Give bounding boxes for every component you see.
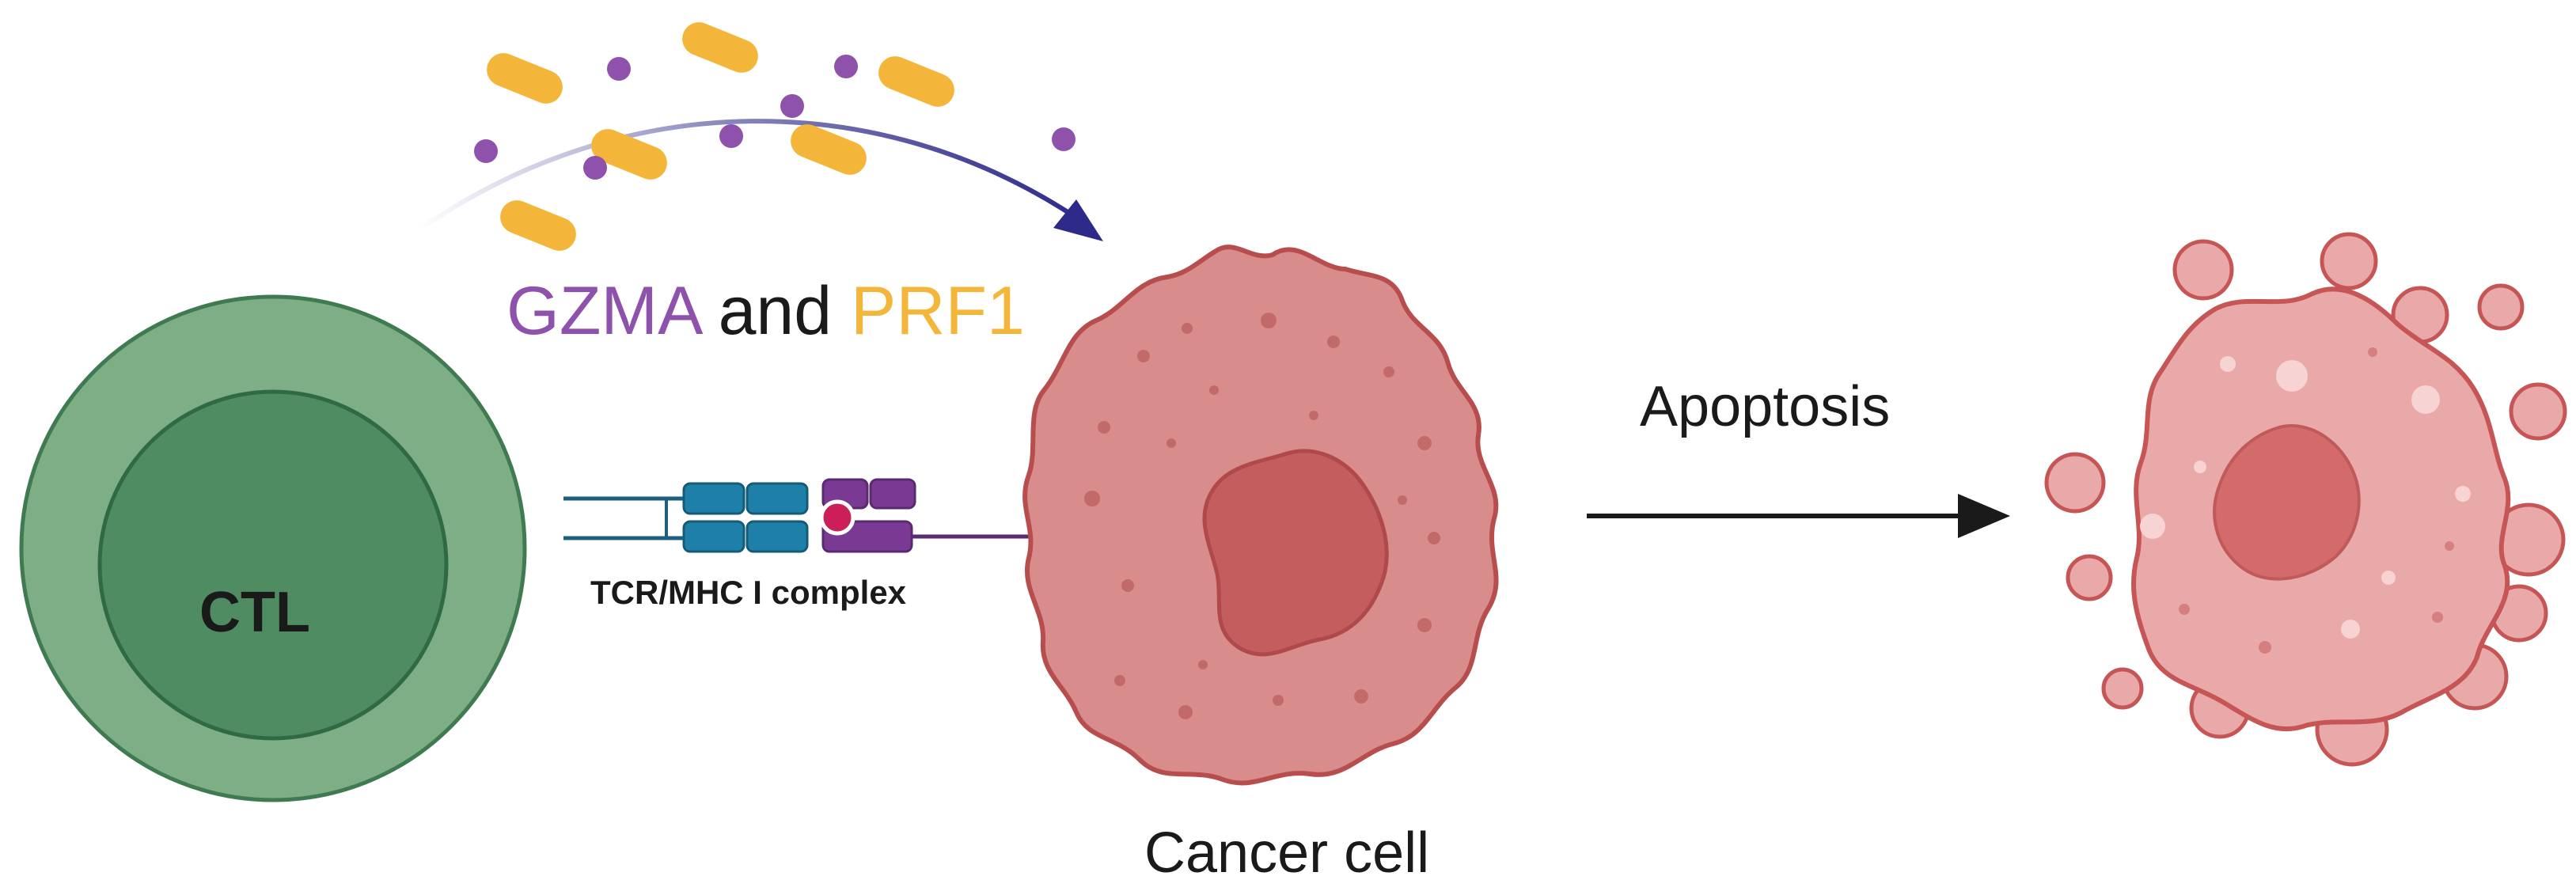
- gzma-molecule: [1052, 127, 1076, 151]
- tcr-mhc-label: TCR/MHC I complex: [590, 574, 907, 611]
- cancer-cell-label: Cancer cell: [1144, 821, 1430, 885]
- cancer-cell-nucleus: [1202, 449, 1389, 657]
- tcr-domain: [682, 482, 745, 515]
- gzma-molecule: [474, 139, 498, 163]
- prf1-molecule: [791, 124, 867, 175]
- tcr-domain: [745, 482, 809, 515]
- prf1-molecule: [878, 56, 954, 107]
- ctl-label: CTL: [199, 581, 310, 644]
- cancer-cell-speckles: [1084, 313, 1440, 719]
- granule-molecules: [474, 22, 1076, 251]
- apoptosis-label: Apoptosis: [1640, 375, 1891, 438]
- secretion-arrowhead: [1053, 199, 1103, 241]
- ctl-nucleus: [97, 389, 449, 741]
- gzma-label: GZMA: [506, 273, 700, 349]
- prf1-molecule: [682, 22, 758, 73]
- mhc-domain: [869, 478, 916, 510]
- prf1-molecule: [591, 129, 667, 180]
- and-label: and: [718, 273, 833, 349]
- gzma-molecule: [780, 94, 804, 118]
- ctl-cell: [19, 294, 527, 802]
- apoptotic-vesicles: [2140, 356, 2471, 639]
- gzma-molecule: [583, 156, 607, 180]
- gzma-molecule: [607, 57, 631, 81]
- tcr-domain: [745, 520, 809, 553]
- secretion-arrow: [418, 119, 1103, 241]
- tcr-domain: [682, 520, 745, 553]
- tcr-mhc-complex: [563, 478, 1033, 553]
- apoptotic-speckles: [2179, 347, 2454, 654]
- peptide-antigen: [819, 499, 856, 536]
- apoptotic-cell-nucleus: [2213, 424, 2361, 581]
- gzma-molecule: [834, 55, 858, 78]
- apoptotic-cell: [2044, 232, 2567, 767]
- prf1-molecule: [500, 200, 576, 251]
- prf1-label: PRF1: [851, 273, 1025, 349]
- apoptosis-arrow: [1587, 494, 2010, 538]
- mediators-label: GZMA and PRF1: [506, 277, 1025, 345]
- prf1-molecule: [487, 53, 563, 104]
- gzma-molecule: [719, 124, 743, 148]
- cancer-cell: [1022, 245, 1499, 786]
- apoptosis-arrowhead: [1958, 494, 2010, 538]
